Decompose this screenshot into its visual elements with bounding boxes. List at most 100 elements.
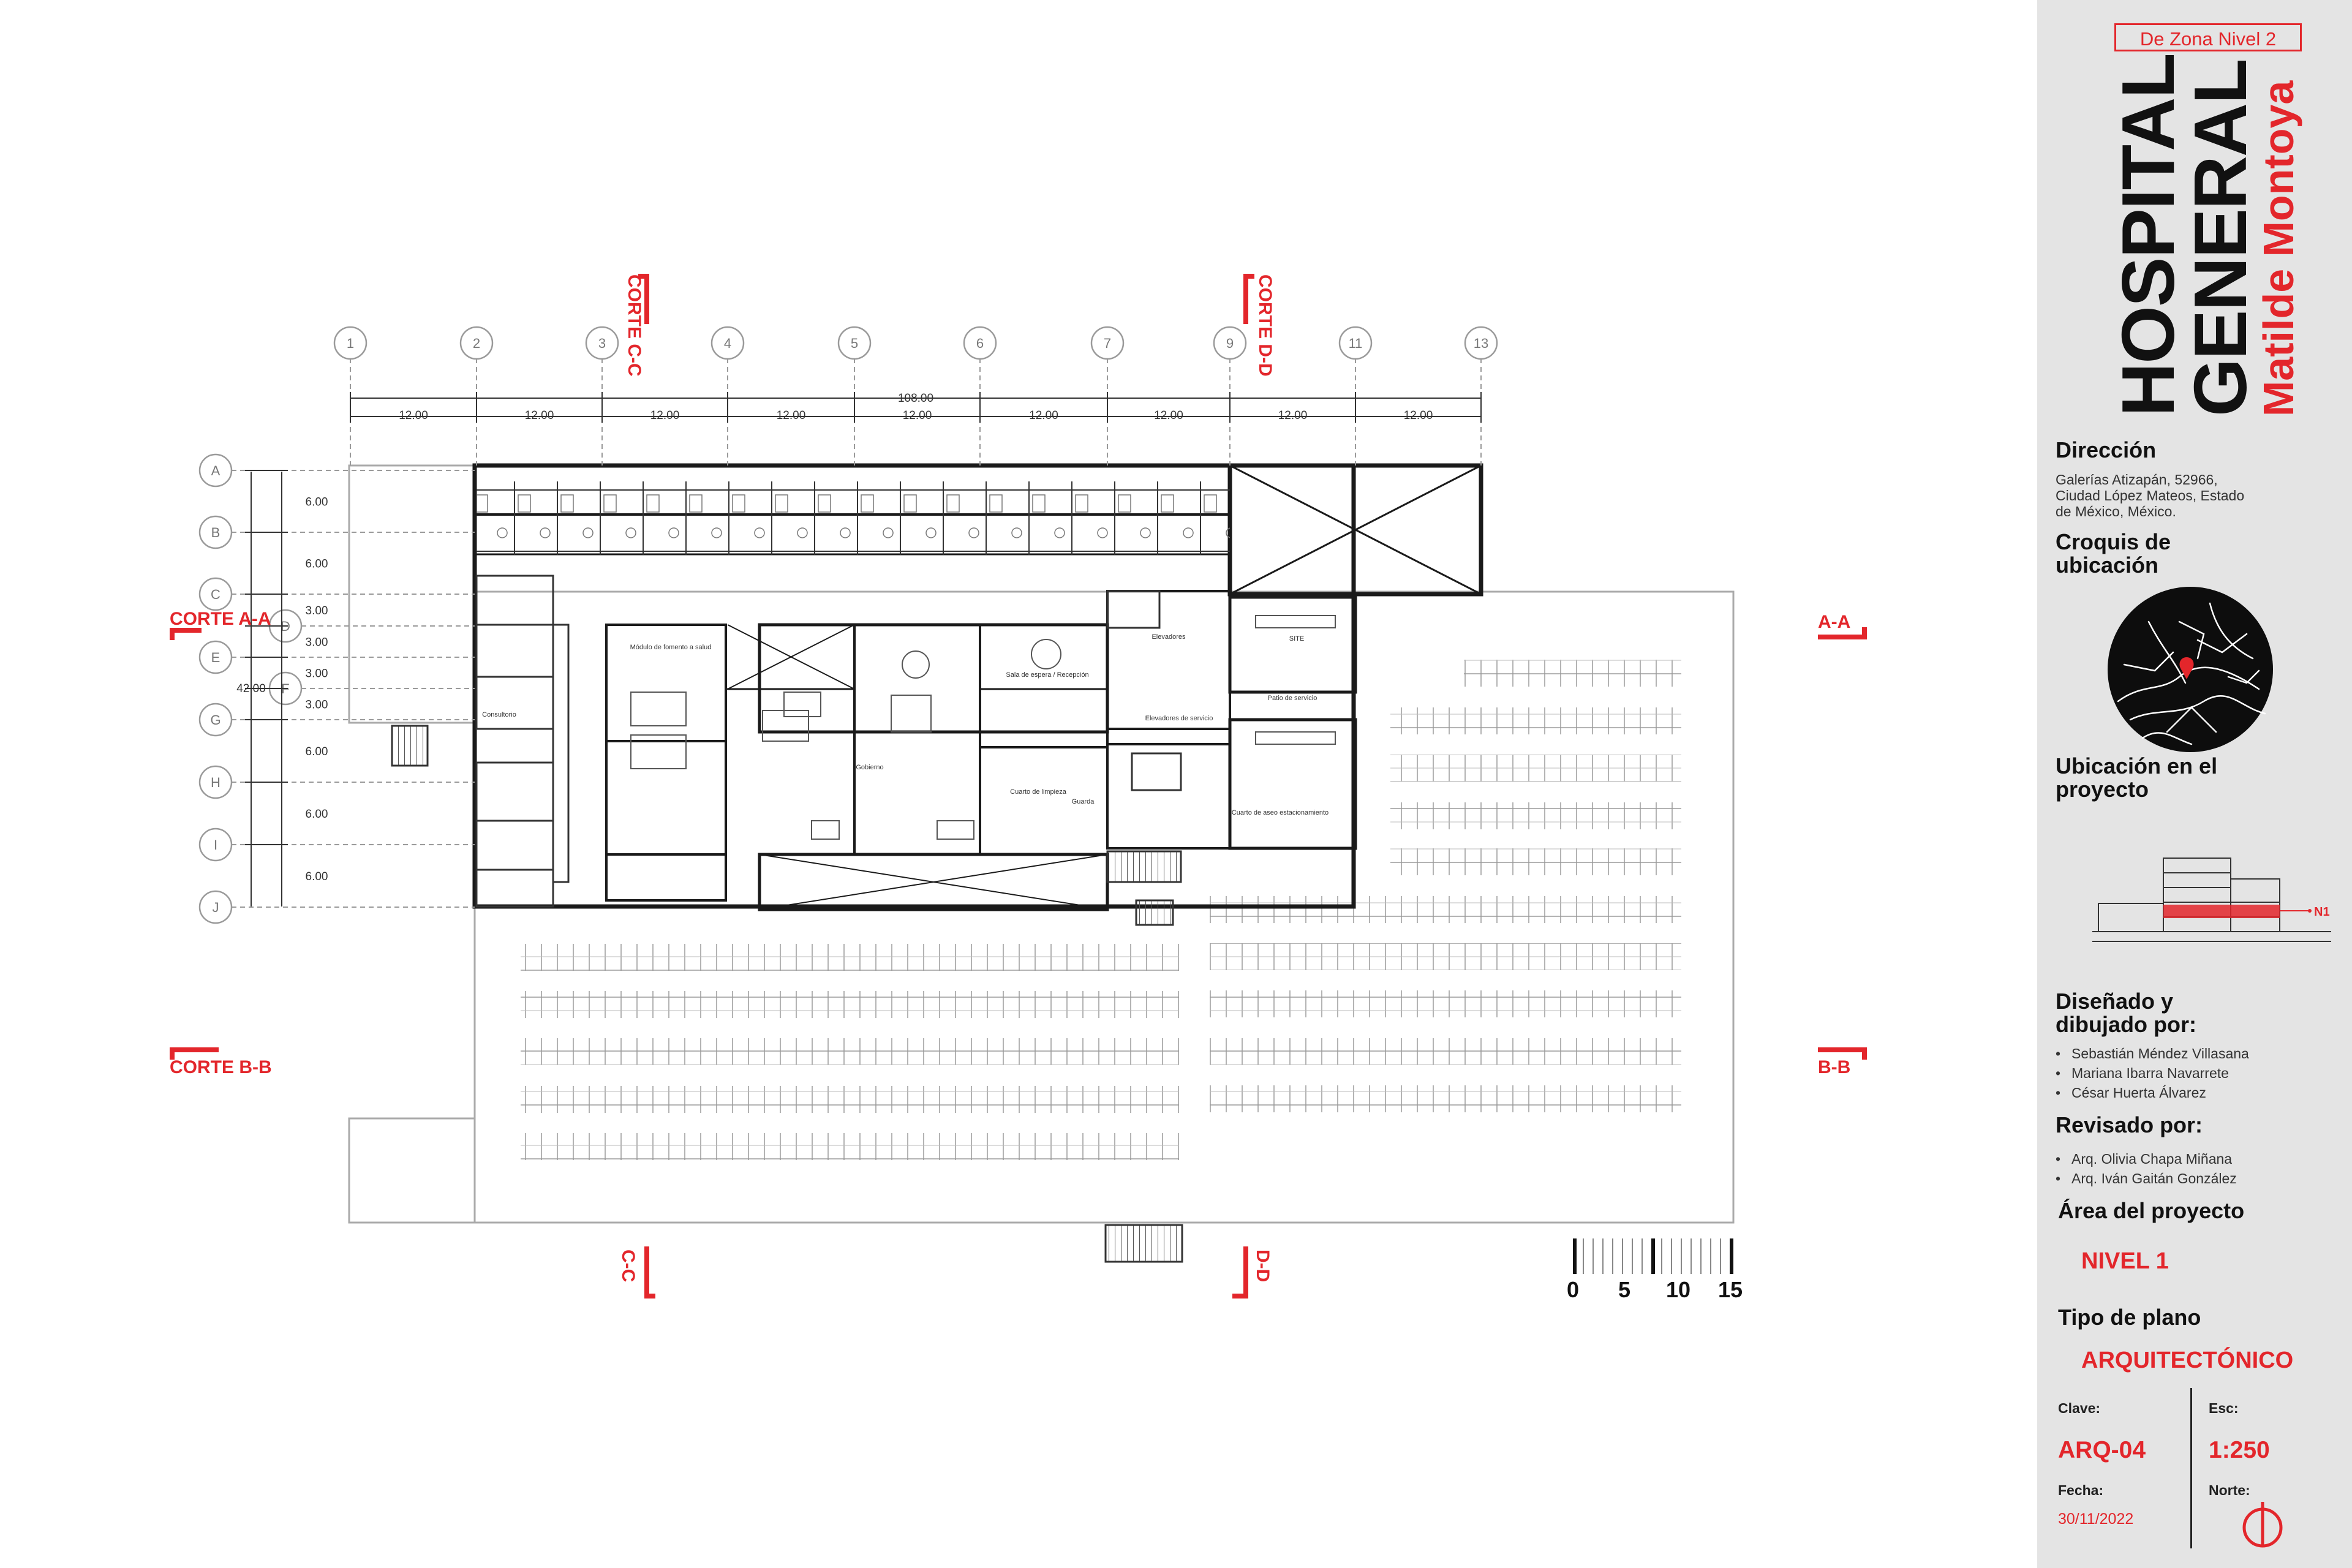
sketch-heading-2: ubicación [2056, 552, 2159, 578]
grid-bubble [710, 326, 745, 360]
title-block-panel: De Zona Nivel 2 HOSPITAL GENERAL Matilde… [2037, 0, 2352, 1568]
room-label-modulo: Módulo de fomento a salud [630, 644, 712, 651]
grid-bubble [585, 326, 619, 360]
scale-label-5: 5 [1618, 1277, 1630, 1302]
grid-column-label: 1 [347, 336, 354, 351]
grid-column-label: 2 [473, 336, 480, 351]
parking-row [521, 991, 1179, 1018]
scale-bar-tick [1612, 1238, 1613, 1274]
grid-column-label: 11 [1349, 336, 1363, 351]
parking-rows [521, 660, 1681, 1160]
column-spacing-label: 12.00 [1154, 409, 1183, 422]
parking-row [1210, 1038, 1681, 1065]
grid-bubble [198, 827, 233, 862]
reviewed-heading: Revisado por: [2056, 1112, 2203, 1137]
grid-column-label: 13 [1474, 336, 1488, 351]
furniture [630, 615, 1336, 840]
north-arrow-icon [2242, 1502, 2283, 1548]
grid-row-label: J [213, 900, 219, 915]
column-spacing-label: 12.00 [1029, 409, 1058, 422]
row-spacing-label: 3.00 [306, 605, 328, 617]
grid-row-label: H [211, 775, 221, 790]
stairs-elevators [391, 590, 1183, 1263]
grid-bubble [198, 890, 233, 924]
scale-bar-tick [1700, 1238, 1702, 1274]
grid-bubble [459, 326, 494, 360]
reviewer-2: Arq. Iván Gaitán González [2056, 1169, 2237, 1188]
scale-bar-frame [1571, 1237, 1730, 1273]
scale-bar-tick [1642, 1238, 1643, 1274]
parking-row [521, 1086, 1179, 1113]
designed-heading-1: Diseñado y [2056, 989, 2174, 1014]
designed-heading-2: dibujado por: [2056, 1012, 2196, 1037]
section-bb-left: CORTE B-B [170, 1057, 272, 1077]
row-dimensions: 6.006.003.003.003.003.006.006.006.00 [245, 470, 328, 883]
title-line-general: GENERAL [2179, 59, 2262, 417]
section-aa-right: A-A [1818, 612, 1850, 632]
grid-bubble [198, 577, 233, 611]
parking-row [1390, 848, 1681, 875]
room-label-elevadores: Elevadores [1152, 633, 1186, 641]
project-location-heading-2: proyecto [2056, 777, 2149, 802]
scale-label-0: 0 [1567, 1277, 1579, 1302]
column-spacing-label: 12.00 [1404, 409, 1433, 422]
norte-label: Norte: [2209, 1482, 2250, 1498]
area-value: NIVEL 1 [2081, 1248, 2169, 1274]
address-line-2: Ciudad López Mateos, Estado [2056, 488, 2245, 503]
designer-3: César Huerta Álvarez [2056, 1083, 2249, 1102]
reviewer-1: Arq. Olivia Chapa Miñana [2056, 1149, 2237, 1169]
patient-rooms-row [477, 481, 1230, 555]
floor-plan-drawing: Consultorio Módulo de fomento a salud Sa… [170, 274, 1867, 1302]
grid-bubble [1213, 326, 1247, 360]
parking-row [1390, 802, 1681, 829]
address-line-1: Galerías Atizapán, 52966, [2056, 472, 2218, 488]
grid-bubble [198, 640, 233, 674]
section-aa-left: CORTE A-A [170, 609, 271, 629]
room-label-site: SITE [1289, 635, 1304, 643]
column-spacing-label: 12.00 [777, 409, 806, 422]
grid-bubble [837, 326, 872, 360]
grid-row-label: B [211, 525, 221, 540]
parking-row [1210, 896, 1681, 923]
grid-column-label: 3 [598, 336, 606, 351]
reviewers-list: Arq. Olivia Chapa Miñana Arq. Iván Gaitá… [2056, 1149, 2237, 1188]
row-spacing-label: 3.00 [306, 636, 328, 649]
parking-row [521, 1133, 1179, 1160]
column-spacing-label: 12.00 [1278, 409, 1308, 422]
parking-row [1464, 660, 1681, 687]
grid-bubble [198, 515, 233, 549]
scale-bar-tick [1720, 1238, 1721, 1274]
scale-bar-tick [1632, 1238, 1633, 1274]
total-width-label: 108.00 [898, 392, 933, 405]
scale-bar-tick [1671, 1238, 1672, 1274]
grid-column-label: 6 [976, 336, 984, 351]
title-line-name: Matilde Montoya [2255, 80, 2302, 417]
row-spacing-label: 6.00 [306, 745, 328, 758]
parking-row [1390, 755, 1681, 782]
clave-label: Clave: [2058, 1400, 2101, 1416]
designer-2: Mariana Ibarra Navarrete [2056, 1063, 2249, 1083]
clave-value: ARQ-04 [2058, 1437, 2146, 1463]
row-spacing-label: 6.00 [306, 808, 328, 821]
section-cc-top: CORTE C-C [624, 274, 644, 377]
scale-bar-tick [1593, 1238, 1594, 1274]
scale-bar-labels: 0 5 10 15 [1567, 1277, 1743, 1302]
grid-column-label: 5 [851, 336, 858, 351]
grid-bubble [198, 453, 233, 488]
fecha-label: Fecha: [2058, 1482, 2104, 1498]
project-title: HOSPITAL GENERAL Matilde Montoya [2106, 54, 2313, 423]
grid-bubble [333, 326, 368, 360]
grid-row-label: I [214, 837, 217, 853]
scale-bar-tick [1661, 1238, 1662, 1274]
dimension-top [350, 398, 1481, 417]
row-spacing-label: 6.00 [306, 496, 328, 509]
area-heading: Área del proyecto [2058, 1198, 2245, 1223]
room-label-elevadores-servicio: Elevadores de servicio [1145, 715, 1213, 722]
grid-row-label: C [211, 587, 221, 602]
column-spacing-label: 12.00 [650, 409, 680, 422]
section-markers: CORTE C-C CORTE D-D CORTE A-A A-A CORTE … [170, 274, 1867, 1298]
section-bb-right: B-B [1818, 1057, 1850, 1077]
consult-rooms [475, 575, 570, 908]
room-label-recepcion: Sala de espera / Recepción [1006, 671, 1088, 679]
plan-type-heading: Tipo de plano [2058, 1305, 2201, 1330]
